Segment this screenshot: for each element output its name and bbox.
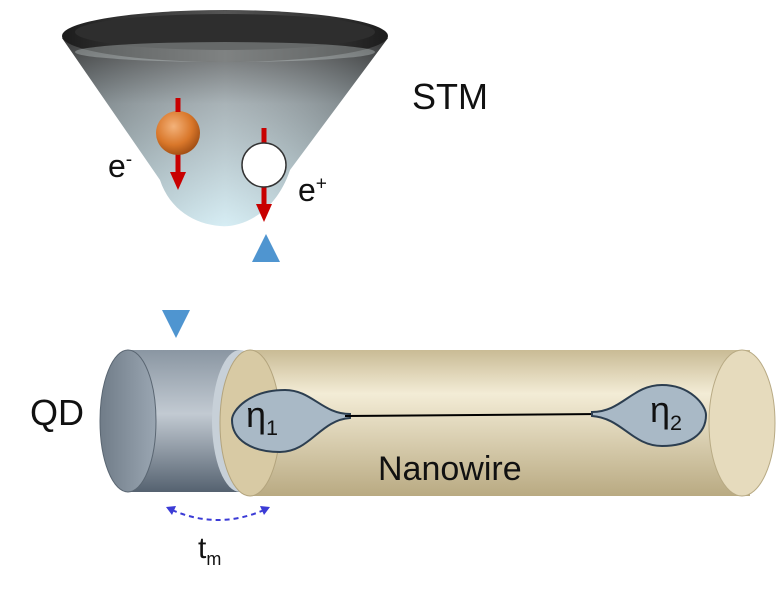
tunnel-arrow-up	[252, 234, 280, 340]
electron-label: e-	[108, 148, 133, 184]
majorana-mode-right	[591, 383, 708, 448]
hole-label: e+	[298, 172, 328, 208]
electron-particle	[156, 98, 200, 190]
tm-coupling-arrow	[166, 506, 270, 521]
stm-label: STM	[412, 76, 488, 117]
tunnel-arrow-down	[162, 232, 190, 338]
nanowire-label: Nanowire	[378, 450, 522, 488]
stm-tip	[62, 10, 388, 227]
eta2-label: η2	[650, 389, 683, 436]
qd-label: QD	[30, 392, 84, 433]
majorana-coupling-line	[344, 413, 601, 417]
majorana-mode-left	[230, 388, 351, 454]
tm-label: tm	[198, 532, 222, 569]
eta1-label: η1	[246, 394, 279, 441]
hole-particle	[241, 128, 287, 222]
